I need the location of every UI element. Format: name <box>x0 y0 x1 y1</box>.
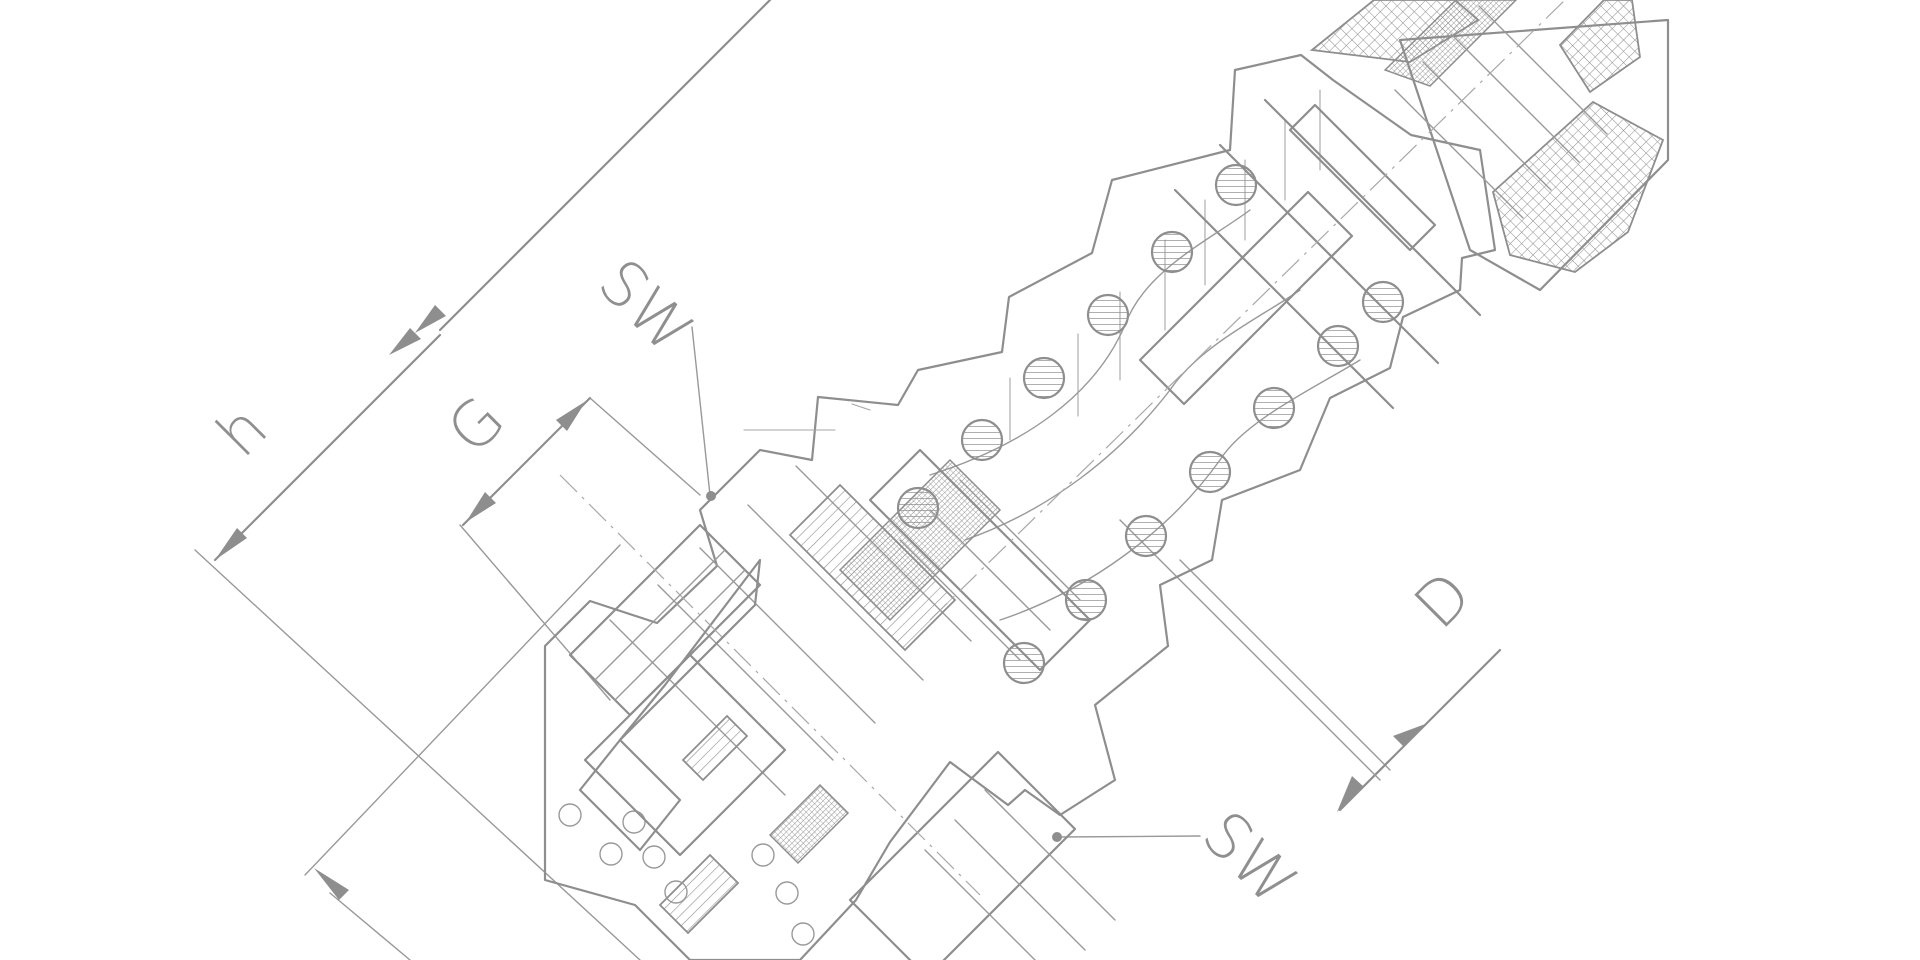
d-center-reference <box>1119 519 1381 781</box>
piston-rod <box>1138 190 1354 406</box>
d-arrow-upper <box>1393 723 1428 747</box>
label-d: D <box>1400 557 1485 642</box>
inlet-fitting <box>568 523 762 717</box>
bottom-extension-line <box>329 892 411 960</box>
outer-housing <box>543 53 1497 960</box>
label-sw-top: SW <box>584 245 707 368</box>
inlet-bore-lower <box>578 738 682 852</box>
d-extension-line <box>1179 559 1391 771</box>
spring-coil-12 <box>1064 578 1108 622</box>
sw-bottom-leader-dot <box>1052 832 1062 842</box>
main-centerline <box>929 0 1566 621</box>
spring-coil-9 <box>1252 386 1296 430</box>
knob-inner-lines <box>1394 5 1608 219</box>
spring-coil-4 <box>1150 230 1194 274</box>
diaphragm-inner-lines <box>899 479 1081 661</box>
spring-coil-8 <box>1188 450 1232 494</box>
label-g: G <box>433 382 519 468</box>
left-extension-line-h <box>194 549 641 960</box>
spring-coil-1 <box>960 418 1004 462</box>
spring-coil-7 <box>1124 514 1168 558</box>
spring-coil-2 <box>1022 356 1066 400</box>
h-arrow-lower <box>215 528 247 560</box>
inlet-hex-lines <box>594 549 746 701</box>
spring-coil-13 <box>1002 641 1046 685</box>
spring-coil-3 <box>1086 293 1130 337</box>
adjusting-knob <box>1309 0 1670 292</box>
sw-bottom-leader <box>1056 835 1201 838</box>
bottom-dimension-line <box>304 544 621 876</box>
diaphragm-outline <box>868 448 1092 672</box>
knob-grip-right <box>1558 0 1641 94</box>
centerlines <box>559 0 1566 896</box>
piston-guide <box>1288 103 1437 252</box>
knob-outline <box>1398 18 1670 292</box>
spring-coil-5 <box>1214 163 1258 207</box>
gap-arrow-upper <box>415 305 446 333</box>
knob-threaded-area <box>1383 0 1518 87</box>
g-arrow-upper <box>556 401 586 431</box>
small-spring-1 <box>558 803 582 827</box>
small-spring-5 <box>664 880 688 904</box>
upper-body-edge-3 <box>1173 188 1395 410</box>
spring-curve-2 <box>964 289 1301 541</box>
upper-body-edge <box>1263 98 1482 317</box>
h-dimension-line <box>213 333 442 562</box>
knob-grip-main <box>1491 100 1665 273</box>
label-h: h <box>202 391 281 470</box>
lower-valve <box>558 558 1116 960</box>
inlet-hex-nut <box>568 523 762 717</box>
lower-hatched-block-2 <box>768 783 850 865</box>
small-spring-2 <box>599 842 623 866</box>
lower-hatched-block-3 <box>658 853 740 935</box>
dimension-lines <box>194 0 1502 960</box>
sw-top-leader-dot <box>706 491 716 501</box>
small-spring-8 <box>791 922 815 946</box>
g-extension-upper <box>589 397 701 496</box>
small-spring-3 <box>622 810 646 834</box>
upper-extension-line <box>438 0 772 332</box>
g-arrow-lower <box>466 492 496 522</box>
small-spring-7 <box>775 881 799 905</box>
diaphragm-hatched <box>838 458 1002 622</box>
d-arrow-lower <box>1337 776 1364 812</box>
label-sw-bottom: SW <box>1188 797 1311 920</box>
body-inner-lines <box>609 465 972 796</box>
sw-top-leader <box>691 326 711 496</box>
bottom-arrow <box>314 868 349 900</box>
spring-coil-11 <box>1361 280 1405 324</box>
small-spring-6 <box>751 843 775 867</box>
main-spring <box>896 163 1405 685</box>
h-arrow-upper <box>389 328 421 355</box>
main-body-outline <box>543 53 1497 960</box>
inlet-bore-upper <box>618 558 762 742</box>
outlet-fitting <box>848 750 1077 960</box>
valve-assembly <box>543 0 1670 960</box>
inlet-centerline <box>559 474 981 896</box>
piston-assembly <box>788 103 1437 672</box>
small-spring-4 <box>642 845 666 869</box>
outlet-fitting-lines <box>924 789 1116 960</box>
spring-coil-10 <box>1316 324 1360 368</box>
lower-hatched-block-1 <box>681 714 749 782</box>
spring-curve-1 <box>929 209 1251 476</box>
